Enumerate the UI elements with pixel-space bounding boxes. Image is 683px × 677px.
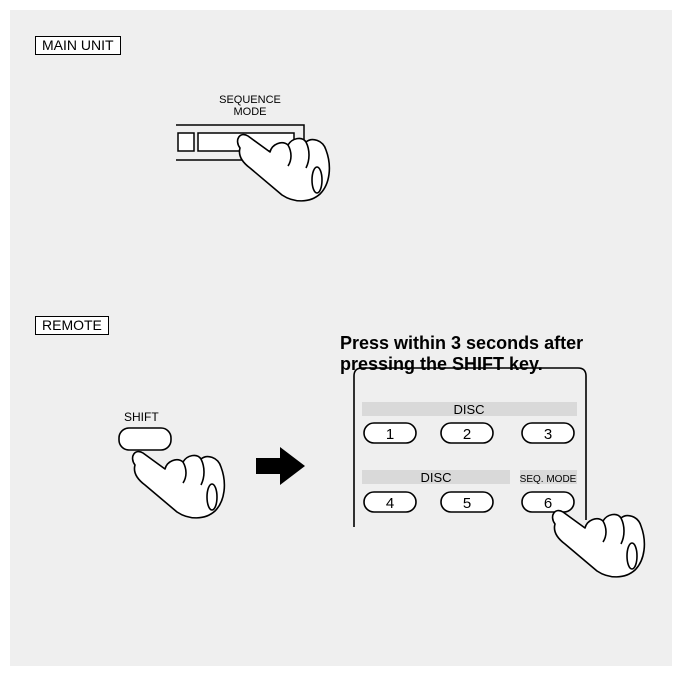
remote-button-6[interactable]: [521, 491, 575, 513]
right-arrow-icon: [256, 447, 305, 485]
remote-button-4-label: 4: [386, 495, 394, 512]
seq-mode-label-strip: [520, 470, 577, 484]
shift-button[interactable]: [118, 427, 172, 451]
instruction-line2: pressing the SHIFT key.: [340, 354, 543, 374]
sequence-mode-label-line2: MODE: [233, 106, 267, 118]
remote-button-6-label: 6: [544, 495, 552, 512]
remote-button-1[interactable]: [363, 422, 417, 444]
shift-label: SHIFT: [124, 410, 159, 424]
remote-button-2-label: 2: [463, 426, 471, 443]
disc-label-top: DISC: [453, 402, 484, 417]
main-unit-tag: MAIN UNIT: [35, 36, 121, 55]
remote-button-3-label: 3: [544, 426, 552, 443]
pressing-finger-icon: [131, 450, 226, 519]
pressing-finger-icon: [236, 133, 331, 202]
instruction-line1: Press within 3 seconds after: [340, 333, 584, 353]
sequence-mode-button[interactable]: [176, 124, 305, 161]
disc-label-strip-top: [362, 402, 577, 416]
remote-button-2[interactable]: [440, 422, 494, 444]
remote-button-1-label: 1: [386, 426, 394, 443]
remote-button-3[interactable]: [521, 422, 575, 444]
remote-tag: REMOTE: [35, 316, 109, 335]
sequence-mode-label: SEQUENCE MODE: [200, 94, 300, 118]
disc-label-bottom: DISC: [420, 470, 451, 485]
pressing-finger-icon: [551, 509, 646, 578]
sequence-mode-label-line1: SEQUENCE: [219, 94, 281, 106]
remote-panel-outline: [353, 367, 587, 527]
diagram-panel: [10, 10, 672, 666]
remote-button-5[interactable]: [440, 491, 494, 513]
remote-button-4[interactable]: [363, 491, 417, 513]
instruction-heading: Press within 3 seconds after pressing th…: [340, 333, 583, 375]
disc-label-strip-bottom: [362, 470, 510, 484]
seq-mode-label: SEQ. MODE: [520, 474, 577, 485]
remote-button-5-label: 5: [463, 495, 471, 512]
